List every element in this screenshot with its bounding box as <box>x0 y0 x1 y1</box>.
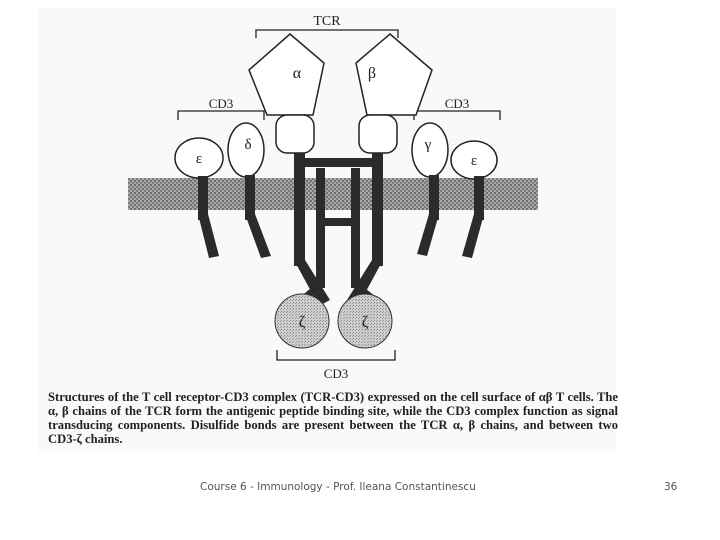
tcr-label: TCR <box>313 14 341 29</box>
footer-course-text: Course 6 - Immunology - Prof. Ileana Con… <box>200 481 476 493</box>
tcr-cd3-diagram: TCR CD3 CD3 α β <box>128 14 538 381</box>
tcr-beta-stalk <box>347 153 383 306</box>
tcr-alpha-stalk <box>294 153 330 306</box>
epsilon-left-label: ε <box>196 151 202 167</box>
gamma-label: γ <box>424 137 432 153</box>
cd3-zeta-left-domain <box>274 293 330 349</box>
tcr-beta-constant-domain <box>358 114 398 154</box>
page-number: 36 <box>664 481 678 493</box>
cd3-left-label: CD3 <box>209 96 234 111</box>
epsilon-right-label: ε <box>471 153 477 169</box>
cd3-bottom-label: CD3 <box>324 366 349 381</box>
zeta-disulfide-bond <box>316 218 360 226</box>
cd3-right-label: CD3 <box>445 96 470 111</box>
cd3-delta-stalk <box>245 175 271 258</box>
cd3-zeta-right-domain <box>337 293 393 349</box>
cd3-gamma-stalk <box>417 175 439 256</box>
cd3-bottom-bracket <box>276 350 396 361</box>
delta-label: δ <box>244 137 251 153</box>
zeta-left-label: ζ <box>299 314 306 331</box>
alpha-label: α <box>293 65 302 82</box>
zeta-right-label: ζ <box>362 314 369 331</box>
cd3-epsilon-right-stalk <box>462 176 484 258</box>
beta-label: β <box>368 65 376 82</box>
tcr-disulfide-bond <box>294 158 383 167</box>
scanned-figure: TCR CD3 CD3 α β <box>38 8 618 452</box>
tcr-alpha-domain <box>248 33 325 116</box>
tcr-beta-domain <box>355 33 433 116</box>
cell-membrane <box>128 178 538 210</box>
slide-footer: Course 6 - Immunology - Prof. Ileana Con… <box>0 478 720 498</box>
tcr-alpha-constant-domain <box>275 114 315 154</box>
tcr-bracket <box>255 29 399 38</box>
figure-caption: Structures of the T cell receptor-CD3 co… <box>48 390 618 446</box>
cd3-right-bracket <box>413 110 501 120</box>
cd3-epsilon-left-stalk <box>198 176 219 258</box>
cd3-left-bracket <box>177 110 265 120</box>
